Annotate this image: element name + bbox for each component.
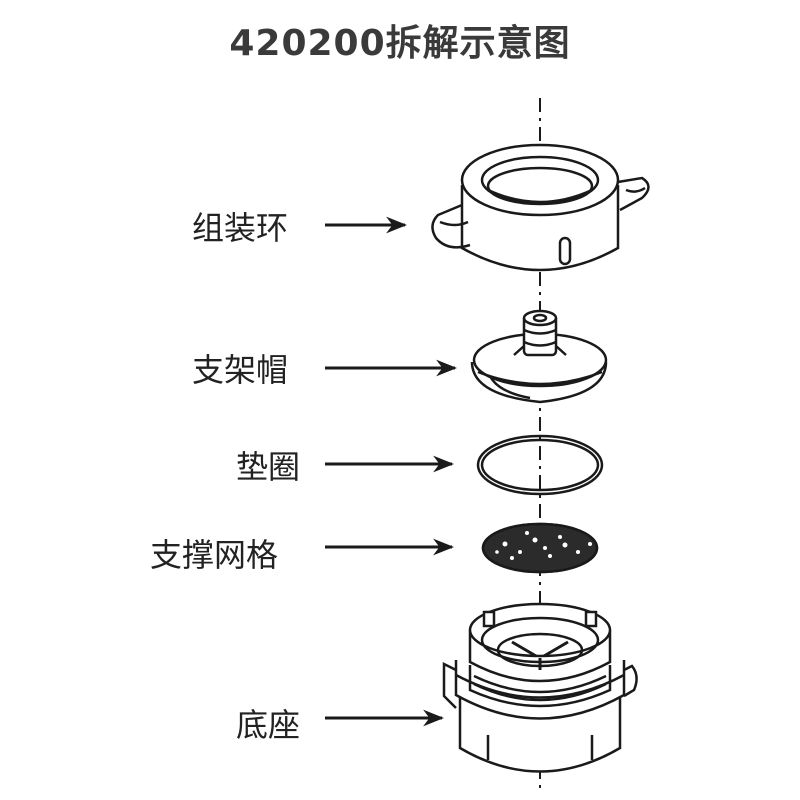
label-assembly-ring: 组装环 xyxy=(192,209,289,247)
gasket-drawing xyxy=(476,434,604,496)
label-base: 底座 xyxy=(236,706,301,744)
support-cap-drawing xyxy=(470,309,608,404)
pointer-arrows xyxy=(325,216,458,727)
label-support-cap: 支架帽 xyxy=(192,351,289,389)
diagram-title: 420200拆解示意图 xyxy=(229,23,571,64)
assembly-ring-drawing xyxy=(431,143,650,272)
label-gasket: 垫圈 xyxy=(236,448,301,486)
base-drawing xyxy=(442,602,638,773)
support-grid-drawing xyxy=(481,522,599,574)
label-support-grid: 支撑网格 xyxy=(150,536,279,574)
